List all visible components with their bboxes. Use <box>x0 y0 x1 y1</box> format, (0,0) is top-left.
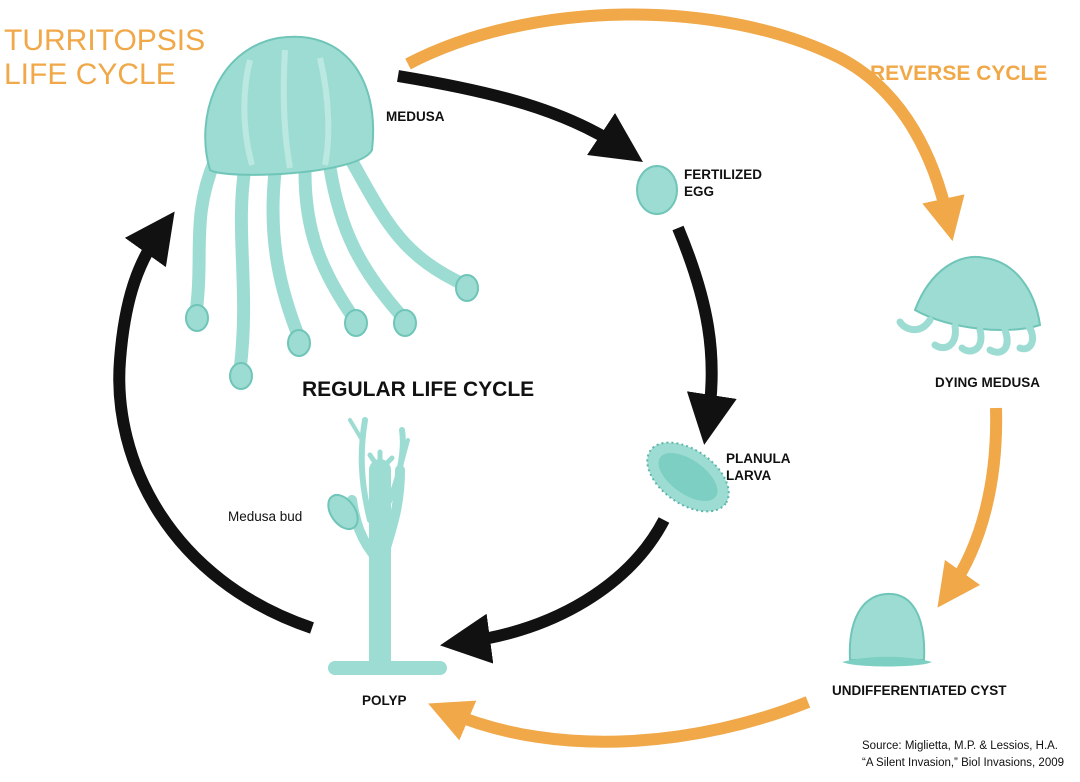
fertilized-egg-label: FERTILIZED EGG <box>684 166 762 200</box>
medusa-label: MEDUSA <box>386 109 445 124</box>
planula-larva-illustration <box>646 441 730 513</box>
diagram-title: TURRITOPSIS LIFE CYCLE <box>4 24 205 92</box>
source-citation: Source: Miglietta, M.P. & Lessios, H.A. … <box>862 738 1064 772</box>
title-line-2: LIFE CYCLE <box>4 58 176 91</box>
regular-cycle-arrows <box>113 70 737 664</box>
arrow-medusa-to-dying-medusa <box>405 8 965 242</box>
dying-medusa-label: DYING MEDUSA <box>935 375 1041 390</box>
arrow-medusa-to-egg <box>397 70 643 162</box>
planula-larva-label-line-2: LARVA <box>726 468 772 483</box>
fertilized-egg-label-line-2: EGG <box>684 184 715 199</box>
polyp-label: POLYP <box>362 693 407 708</box>
source-line-2: “A Silent Invasion,” Biol Invasions, 200… <box>862 757 1065 769</box>
fertilized-egg-label-line-1: FERTILIZED <box>684 167 762 182</box>
arrow-egg-to-larva <box>672 225 737 445</box>
cyst-illustration <box>842 592 932 667</box>
arrow-cyst-to-polyp <box>428 696 811 748</box>
reverse-cycle-label: REVERSE CYCLE <box>870 62 1048 85</box>
polyp-illustration <box>328 417 447 675</box>
arrow-larva-to-polyp <box>440 517 670 664</box>
title-line-1: TURRITOPSIS <box>4 24 206 57</box>
undifferentiated-cyst-label: UNDIFFERENTIATED CYST <box>832 683 1007 698</box>
medusa-bud-label: Medusa bud <box>228 509 303 524</box>
medusa-bud-illustration <box>327 493 359 531</box>
medusa-illustration <box>185 35 479 390</box>
arrow-dying-medusa-to-cyst <box>937 407 1003 608</box>
source-line-1: Source: Miglietta, M.P. & Lessios, H.A. <box>862 740 1059 752</box>
planula-larva-label-line-1: PLANULA <box>726 451 791 466</box>
reverse-cycle-arrows <box>405 8 1003 748</box>
planula-larva-label: PLANULA LARVA <box>726 450 791 484</box>
dying-medusa-illustration <box>896 255 1042 356</box>
regular-cycle-label: REGULAR LIFE CYCLE <box>302 378 535 401</box>
fertilized-egg-illustration <box>636 165 678 215</box>
arrow-polyp-to-medusa <box>113 211 314 634</box>
